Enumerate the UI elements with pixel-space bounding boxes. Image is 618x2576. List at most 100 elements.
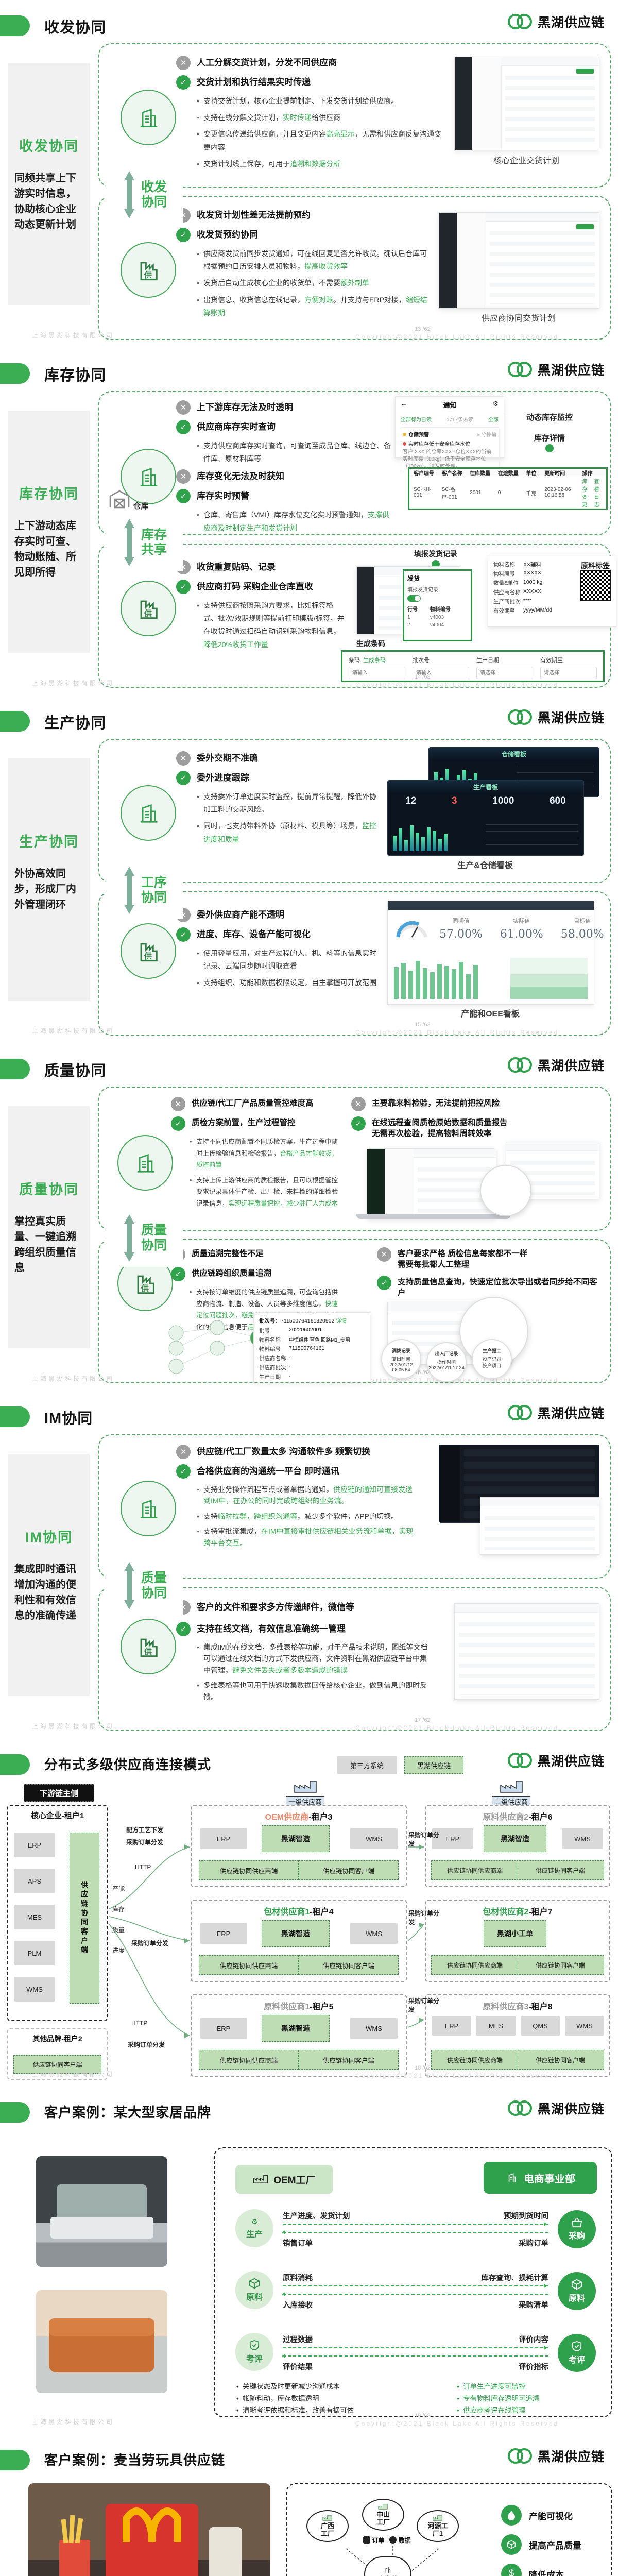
feature-box-outsourcing-progress: ✕委外交期不准确 ✓委外进度跟踪 支持委外订单进度实时监控，提前异常提醒，降低外… — [98, 739, 611, 883]
feature-box-capacity-visibility: 供 ✕委外供应商产能不透明 ✓进度、库存、设备产能可视化 使用轻量应用，对生产过… — [98, 891, 611, 1036]
factory-icon: 供 — [140, 262, 158, 281]
edge-label: 库存 — [112, 1906, 125, 1913]
view-log-link[interactable]: 查看日志 — [594, 479, 599, 508]
feature-box-supplier-barcode: 仓库 供 ✕收货重复贴码、记录 ✓供应商打码 采购企业仓库直收 支持供应商按照采… — [98, 544, 616, 688]
panel-title: 生产协同 — [19, 834, 79, 850]
pain-gain-column: ✕收发货计划性差无法提前预约 ✓收发货预约协同 供应商发货前同步发货通知，可在线… — [176, 208, 428, 323]
page-number: 15 /62 — [415, 1022, 431, 1028]
bullet: 集成IM的在线文档，多维表格等功能，对于产品技术说明，图纸等文档可以通过在线文档… — [197, 1641, 434, 1676]
edge-label: 质量 — [112, 1926, 125, 1934]
feature-box-quality-trace: 供 ✕质量追溯完整性不足 ✓供应链跨组织质量追溯 支持按订单维度的供应链质量追溯… — [98, 1239, 611, 1383]
supplier-icon: 供 — [121, 1619, 176, 1674]
dollar-icon: $ — [501, 2564, 522, 2576]
logo-text: 黑湖供应链 — [537, 363, 605, 378]
settings-icon[interactable]: ⚙ — [492, 400, 499, 408]
evaluation-node: 考评 — [235, 2333, 273, 2371]
factory-zhongshan: 中山工厂 — [362, 2499, 404, 2531]
x-icon: ✕ — [176, 400, 191, 415]
batch-input[interactable] — [413, 667, 469, 679]
side-summary-panel: 收发协同 同频共享上下游实时信息，协助核心企业动态更新计划 — [8, 63, 90, 305]
cube-icon — [501, 2534, 522, 2555]
stock-change-link[interactable]: 库存变更 — [582, 479, 588, 508]
panel-desc: 上下游动态库存实时可查、物动账随、所见即所得 — [14, 520, 76, 578]
mark-read-link[interactable]: 全部标为已读 — [401, 417, 432, 423]
edge-label: 产能 — [112, 1885, 125, 1892]
x-icon: ✕ — [176, 56, 191, 70]
feature-box-online-docs: 供 ✕客户的文件和要求多方传递邮件，微信等 ✓支持在线文档，有效信息准确统一管理… — [98, 1587, 611, 1731]
page-number: 19 /62 — [415, 2413, 431, 2419]
tier1-label: 一级供应商 — [286, 1780, 325, 1807]
tenant-packaging2: 包材供应商2-租户7 黑湖小工单 供应链协同供应商端 供应链协同客户端 — [425, 1900, 610, 1982]
prod-date-input[interactable] — [476, 667, 533, 679]
pain-gain-column: ✕供应链/代工厂数量太多 沟通软件多 频繁切换 ✓合格供应商的沟通统一平台 即时… — [176, 1445, 418, 1552]
side-summary-panel: IM协同 集成即时通讯增加沟通的便利性和有效信息的准确传递 — [8, 1454, 90, 1696]
title-pill — [0, 2450, 30, 2470]
footer-copyright: Copyright@2021 Black Lake All Rights Res… — [355, 2072, 559, 2079]
expiry-input[interactable] — [540, 667, 597, 679]
brand-logo: 黑湖供应链 — [507, 2447, 605, 2465]
tier2-label: 二级供应商 — [492, 1780, 531, 1807]
bullet: 支持供应商按照采购方要求，比如标签格式、批次/效期规则等提前打印模版/标签，并在… — [197, 599, 346, 651]
back-icon[interactable]: ← — [401, 400, 407, 408]
updown-arrow-icon — [124, 867, 134, 914]
pain-gain-column-right: ✕客户要求严格 质检信息每家都不一样需要每批都人工整理 ✓支持质量信息查询，快速… — [377, 1247, 598, 1304]
side-summary-panel: 质量协同 掌控真实质量、一键追溯跨组织质量信息 — [8, 1106, 90, 1348]
generate-barcode-link[interactable]: 生成条码 — [363, 657, 386, 664]
logo-text: 黑湖供应链 — [537, 2102, 605, 2116]
panel-desc: 同频共享上下游实时信息，协助核心企业动态更新计划 — [14, 173, 76, 230]
detail-link[interactable]: 详情 — [336, 1318, 347, 1324]
slide-case-furniture: 客户案例：某大型家居品牌 黑湖供应链 OEM工厂 电商事业部 ⚙生产 生产进度、… — [0, 2087, 618, 2434]
logo-rings-icon — [507, 14, 532, 29]
feature-box-inventory-query: 仓库 ✕上下游库存无法及时透明 ✓供应商库存实时查询 支持供应商库存实时查询，可… — [98, 391, 611, 535]
gear-icon: ⚙ — [251, 2217, 258, 2226]
brand-logo: 黑湖供应链 — [507, 12, 605, 31]
page-number: 17 /62 — [415, 1717, 431, 1723]
footer-company: 上海黑湖科技有限公司 — [32, 332, 115, 339]
footer-company: 上海黑湖科技有限公司 — [32, 1723, 115, 1730]
check-icon: ✓ — [176, 1622, 191, 1636]
logo-rings-icon — [507, 362, 532, 377]
flow-row-evaluation: 考评 过程数据评价内容 评价结果评价指标 考评 — [235, 2333, 596, 2373]
factory-icon — [253, 2175, 268, 2183]
supplier-icon: 供 — [121, 923, 176, 979]
pain-gain-column: ✕人工分解交货计划，分发不同供应商 ✓交货计划和执行结果实时传递 支持交货计划，… — [176, 56, 444, 174]
box-icon — [249, 2278, 260, 2289]
supplier-icon: 供 — [121, 242, 176, 298]
feature-box-im-platform: ✕供应链/代工厂数量太多 沟通软件多 频繁切换 ✓合格供应商的沟通统一平台 即时… — [98, 1434, 611, 1579]
production-node: ⚙生产 — [235, 2209, 273, 2247]
legend-third-party: 第三方系统 — [337, 1756, 397, 1774]
check-icon: ✓ — [176, 75, 191, 90]
footer-company: 上海黑湖科技有限公司 — [32, 2418, 115, 2426]
panel-desc: 集成即时通讯增加沟通的便利性和有效信息的准确传递 — [14, 1564, 76, 1621]
svg-text:供: 供 — [144, 1647, 152, 1656]
updown-arrow-icon — [124, 1214, 134, 1262]
x-icon: ✕ — [351, 1097, 366, 1111]
legend-blacklake: 黑湖供应链 — [404, 1756, 464, 1774]
toggle-switch[interactable] — [407, 595, 421, 602]
x-icon: ✕ — [176, 469, 191, 484]
logo-text: 黑湖供应链 — [537, 711, 605, 725]
bullet: 支持组织、功能和数据权限设定，自主掌握可开放范围 — [197, 976, 382, 989]
bullet: 支持交货计划，核心企业提前制定、下发交货计划给供应商。 — [197, 95, 444, 108]
check-icon: ✓ — [176, 771, 191, 785]
oem-factory-chip: OEM工厂 — [235, 2165, 333, 2194]
logo-rings-icon — [507, 709, 532, 725]
bullet: 支持审批流集成，在IM中直接审批供应链相关业务流和单据，实现跨平台交互。 — [197, 1526, 418, 1549]
page-title: 客户案例：麦当劳玩具供应链 — [44, 2452, 226, 2468]
shield-icon — [249, 2340, 260, 2351]
edge-label: 采购订单分发 — [408, 1910, 440, 1926]
check-icon: ✓ — [351, 1116, 366, 1131]
barcode-input[interactable] — [349, 667, 405, 679]
flow-row-material: 原料 原料消耗库存查询、损耗计算 入库接收采购清单 原料 — [235, 2271, 596, 2311]
page-title: 质量协同 — [44, 1063, 107, 1079]
page-number: 13 /62 — [415, 326, 431, 332]
pain-gain-column: ✕委外交期不准确 ✓委外进度跟踪 支持委外订单进度实时监控，提前异常提醒，降低外… — [176, 751, 382, 850]
side-summary-panel: 生产协同 外协高效同步，形成厂内外管理闭环 — [8, 758, 90, 1001]
filter-link[interactable]: 全部 — [488, 417, 499, 423]
shield-icon — [572, 2341, 582, 2352]
page-number: 14 /62 — [415, 674, 431, 680]
